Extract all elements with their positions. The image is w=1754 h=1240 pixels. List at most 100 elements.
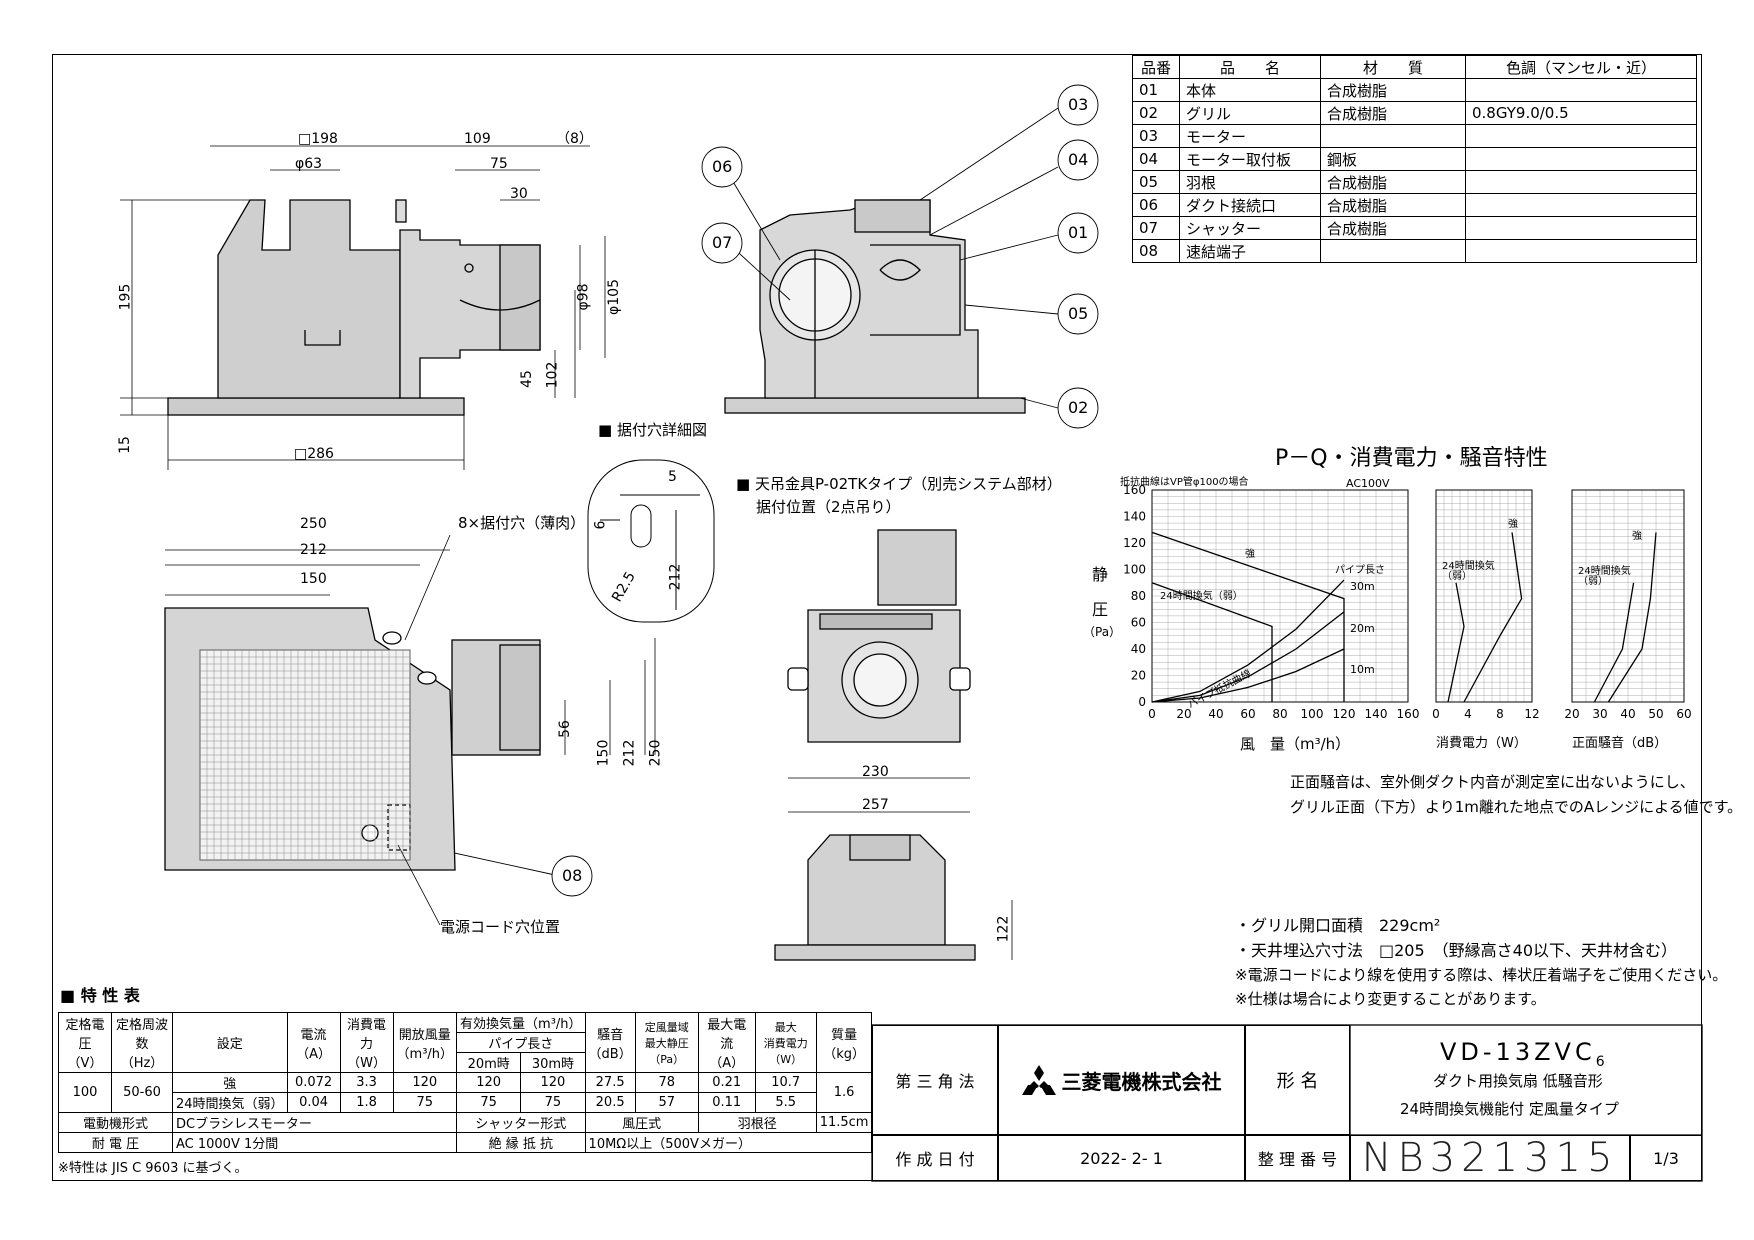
company-name: 三菱電機株式会社 (1061, 1069, 1222, 1094)
spec-withstand-label: 耐 電 圧 (58, 1132, 173, 1153)
hdr-name: 品 名 (1179, 55, 1321, 79)
part-material: 合成樹脂 (1320, 78, 1466, 102)
x-tick-label: 160 (1397, 707, 1420, 721)
hanger-front-view (774, 834, 976, 961)
spec-24h-eff-30m: 75 (520, 1092, 586, 1113)
part-no: 08 (1132, 239, 1180, 263)
spec-insul-label: 絶 縁 抵 抗 (456, 1132, 586, 1153)
callout-02: 02 (1068, 398, 1089, 417)
hanger-d122: 122 (995, 915, 1012, 943)
series-24時間換気（弱） (1593, 582, 1635, 703)
part-material: 合成樹脂 (1320, 101, 1466, 125)
dim-75: 75 (490, 156, 508, 172)
spec-motor-label: 電動機形式 (58, 1112, 173, 1133)
hole-detail (587, 459, 715, 623)
x-tick-label: 40 (1620, 707, 1635, 721)
spec-h-maxpow: 最大 消費電力 （W） (754, 1012, 817, 1073)
x-tick-label: 20 (1176, 707, 1191, 721)
dim-v56: 56 (556, 720, 573, 738)
dim-v150: 150 (595, 739, 612, 767)
power-label-strong: 強 (1508, 519, 1518, 530)
spec-note: ※仕様は場合により変更することがあります。 (1235, 990, 1546, 1008)
part-color (1465, 147, 1697, 171)
hanger-d257: 257 (862, 797, 889, 813)
part-name: 本体 (1179, 78, 1321, 102)
callout-leaders (394, 84, 1099, 897)
dim-212: 212 (300, 542, 327, 558)
part-name: シャッター (1179, 216, 1321, 240)
y-tick-label: 40 (1131, 642, 1146, 656)
hole-d5: 5 (668, 469, 677, 485)
dim-30: 30 (510, 186, 528, 202)
spec-h-pipe: パイプ長さ (456, 1032, 586, 1053)
part-color (1465, 170, 1697, 194)
part-material: 合成樹脂 (1320, 193, 1466, 217)
spec-h-30: 30m時 (520, 1052, 586, 1073)
noise-label-strong: 強 (1632, 531, 1642, 542)
spec-h-eff: 有効換気量（m³/h） (456, 1012, 586, 1033)
spec-24h-open-air: 75 (392, 1092, 458, 1113)
y-tick-label: 160 (1123, 483, 1146, 497)
spec-footnote: ※特性は JIS C 9603 に基づく。 (58, 1161, 248, 1176)
x-tick-label: 120 (1333, 707, 1356, 721)
spec-24h-static: 57 (634, 1092, 699, 1113)
spec-24h-max-power: 5.5 (754, 1092, 817, 1113)
dim-45: 45 (518, 370, 535, 388)
dim-102: 102 (544, 361, 561, 389)
dim-250: 250 (300, 516, 327, 532)
model-name: VD-13ZVC (1440, 1038, 1596, 1066)
hole-detail-title: ■ 据付穴詳細図 (598, 421, 707, 439)
spec-strong-setting: 強 (172, 1072, 288, 1093)
spec-h-open: 開放風量 （m³/h） (392, 1012, 458, 1073)
spec-strong-open-air: 120 (392, 1072, 458, 1093)
callout-06: 06 (712, 157, 733, 176)
cord-note: ※電源コードにより線を使用する際は、棒状圧着端子をご使用ください。 (1235, 966, 1728, 984)
dim-98: φ98 (575, 283, 592, 311)
side-view-dims (120, 145, 606, 470)
part-material: 合成樹脂 (1320, 170, 1466, 194)
series-24時間換気（弱） (1447, 582, 1465, 703)
part-no: 07 (1132, 216, 1180, 240)
chart-ylabel-2: 圧 (1092, 600, 1109, 619)
spec-24h-noise: 20.5 (584, 1092, 636, 1113)
spec-h-static: 定風量域 最大静圧 （Pa） (634, 1012, 699, 1073)
x-tick-label: 40 (1208, 707, 1223, 721)
spec-strong-current: 0.072 (286, 1072, 341, 1093)
chart-title: P－Q・消費電力・騒音特性 (1275, 446, 1548, 471)
x-tick-label: 80 (1272, 707, 1287, 721)
series-10m (1151, 648, 1345, 703)
tb-company: 三菱電機株式会社 (998, 1025, 1245, 1135)
spec-24h-current: 0.04 (286, 1092, 341, 1113)
label-20m: 20m (1350, 622, 1375, 635)
section-view (724, 199, 1026, 414)
spec-motor-value: DCブラシレスモーター (171, 1112, 458, 1133)
mitsubishi-logo-icon (1021, 1065, 1056, 1095)
x-tick-label: 50 (1648, 707, 1663, 721)
spec-table-title: ■ 特 性 表 (60, 986, 140, 1005)
series-強 (1151, 531, 1345, 702)
callout-05: 05 (1068, 304, 1089, 323)
tb-projection: 第 三 角 法 (872, 1025, 998, 1135)
y-tick-label: 100 (1123, 563, 1146, 577)
parts-table-header: 品番 品 名 材 質 色調（マンセル・近） (1132, 55, 1697, 79)
side-view (167, 199, 541, 416)
spec-strong-static: 78 (634, 1072, 699, 1093)
tb-desc-1: ダクト用換気扇 低騒音形 (1433, 1072, 1603, 1090)
tb-date: 2022- 2- 1 (998, 1135, 1245, 1181)
spec-strong-max-current: 0.21 (697, 1072, 756, 1093)
spec-withstand-value: AC 1000V 1分間 (171, 1132, 458, 1153)
part-material: 合成樹脂 (1320, 216, 1466, 240)
tb-model-label: 形 名 (1245, 1025, 1350, 1135)
y-tick-label: 140 (1123, 510, 1146, 524)
plot-frame (1435, 489, 1533, 703)
part-no: 02 (1132, 101, 1180, 125)
label-pipe-len: パイプ長さ (1335, 565, 1385, 576)
x-tick-label: 20 (1564, 707, 1579, 721)
cord-hole-label: 電源コード穴位置 (440, 918, 561, 936)
dim-15: 15 (116, 436, 133, 454)
hanger-title: ■ 天吊金具P-02TKタイプ（別売システム部材） (736, 475, 1062, 493)
